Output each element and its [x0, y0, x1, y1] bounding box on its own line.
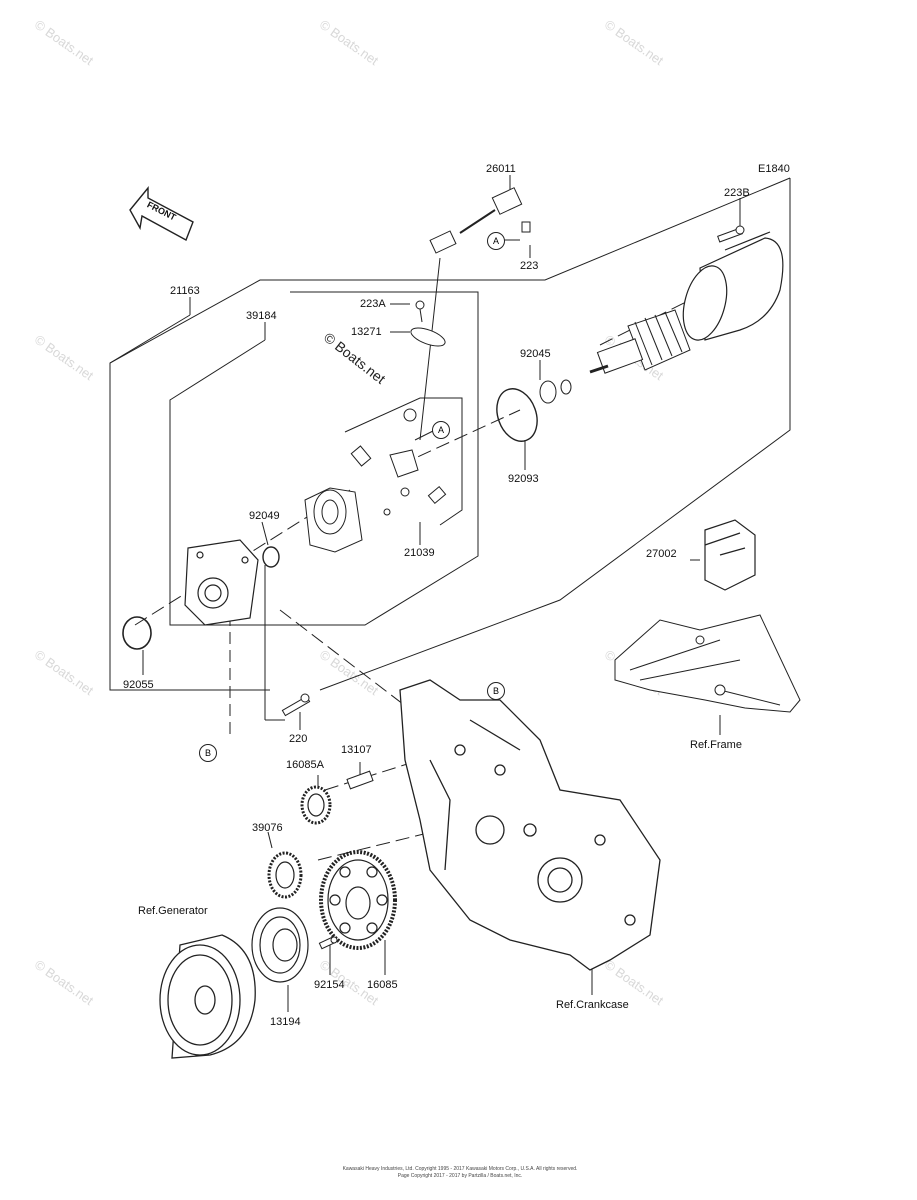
part-label-92154: 92154	[314, 979, 345, 991]
part-label-223a: 223A	[360, 298, 386, 310]
copyright-line: Kawasaki Heavy Industries, Ltd. Copyrigh…	[342, 1166, 578, 1172]
part-label-92055: 92055	[123, 679, 154, 691]
callout-b: B	[199, 744, 217, 762]
armature-icon	[589, 309, 691, 374]
part-label-92093: 92093	[508, 473, 539, 485]
part-label-21163: 21163	[170, 285, 200, 297]
part-label-16085a: 16085A	[286, 759, 324, 771]
generator-rotor-icon	[159, 934, 256, 1059]
assembly-outline	[109, 177, 791, 364]
part-label-92045: 92045	[520, 348, 551, 360]
part-label-223b: 223B	[724, 187, 750, 199]
starter-gear-16085-icon	[319, 850, 397, 950]
part-label-16085: 16085	[367, 979, 398, 991]
ref-crankcase-label: Ref.Crankcase	[556, 999, 629, 1011]
part-label-92049: 92049	[249, 510, 280, 522]
shaft-13107-icon	[346, 770, 374, 790]
copyright-footer: Kawasaki Heavy Industries, Ltd. Copyrigh…	[300, 1166, 620, 1180]
o-ring-92055-icon	[122, 616, 152, 650]
part-label-21039: 21039	[404, 547, 435, 559]
relay-27002-icon	[704, 519, 756, 591]
o-ring-92093-icon	[496, 388, 538, 442]
copyright-line: Page Copyright 2017 - 2017 by Partzilla …	[397, 1173, 523, 1179]
part-label-13107: 13107	[341, 744, 372, 756]
bolt-220-icon	[281, 693, 311, 717]
part-label-13194: 13194	[270, 1016, 301, 1028]
part-label-223: 223	[520, 260, 539, 272]
diagram-code: E1840	[758, 163, 790, 175]
gear-16085a-icon	[300, 785, 332, 825]
callout-a: A	[487, 232, 505, 250]
callout-a: A	[432, 421, 450, 439]
connector-26011-icon	[429, 187, 531, 254]
ref-generator-label: Ref.Generator	[138, 905, 208, 917]
gear-39076-icon	[267, 851, 303, 899]
callout-b: B	[487, 682, 505, 700]
seal-92049-icon	[262, 546, 280, 568]
assembly-outline	[319, 178, 791, 691]
brush-holder-icon	[304, 408, 447, 553]
part-label-39076: 39076	[252, 822, 283, 834]
inner-box-outline	[169, 291, 479, 626]
bolt-223b-icon	[717, 225, 745, 243]
part-label-26011: 26011	[486, 163, 516, 175]
clutch-13194-icon	[251, 907, 309, 983]
starter-motor-icon	[682, 231, 784, 341]
part-label-220: 220	[289, 733, 308, 745]
assembly-outline	[109, 314, 270, 691]
part-label-39184: 39184	[246, 310, 277, 322]
bolt-92154-icon	[318, 936, 338, 950]
frame-section-icon	[614, 614, 801, 713]
crankcase-icon	[399, 679, 661, 971]
ref-frame-label: Ref.Frame	[690, 739, 742, 751]
part-label-27002: 27002	[646, 548, 677, 560]
bearing-92045-icon	[539, 379, 572, 404]
front-arrow-icon	[129, 186, 194, 241]
plate-13271-icon	[410, 300, 446, 347]
part-label-13271: 13271	[351, 326, 382, 338]
end-cover-icon	[184, 539, 259, 626]
brush-box-outline	[344, 397, 463, 526]
